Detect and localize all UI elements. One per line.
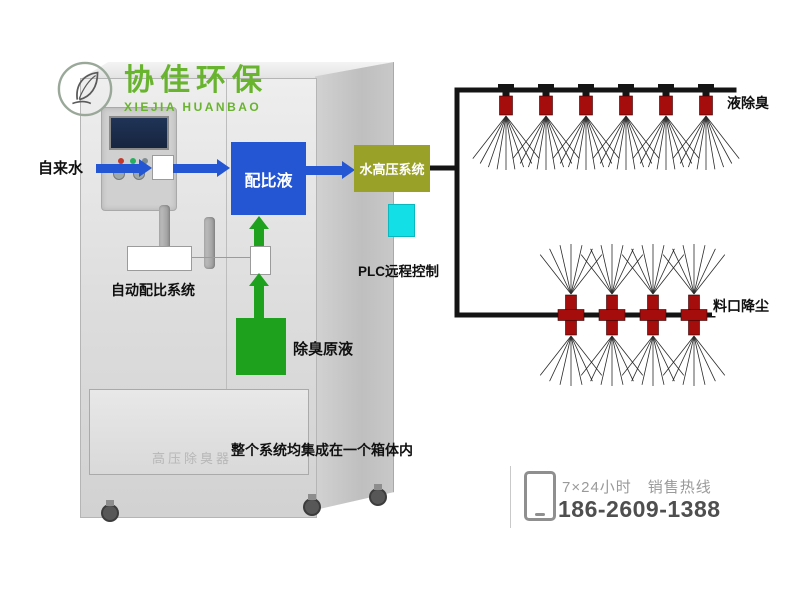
dust-spray-nozzle [662,244,726,386]
dust-suppress-label: 料口降尘 [712,296,770,316]
flow-arrow-up [249,273,269,318]
liquid-deodorize-label: 液除臭 [727,95,769,111]
phone-number: 186-2609-1388 [558,496,721,522]
dosing-valve-box [250,246,271,275]
brand-name: 协佳环保 [124,64,268,97]
door-handle-right [204,217,215,269]
plc-label: PLC远程控制 [358,264,439,279]
plc-module-box [388,204,415,237]
control-screen [109,116,169,150]
cabinet-side-face [315,62,394,510]
inline-valve-box [152,155,174,180]
flow-arrow-right [96,159,152,177]
caster-wheel [101,500,119,522]
flow-arrow-up [249,216,269,246]
deodorant-spray-nozzle [512,84,580,170]
stock-solution-box [236,318,286,375]
auto-mix-label: 自动配比系统 [111,282,195,298]
logo: 协佳环保 XIEJIA HUANBAO [56,60,268,118]
phone-icon [524,471,556,521]
cabinet-base-panel: 高压除臭器 [89,389,309,475]
mix-liquid-box: 配比液 [231,142,306,215]
contact-divider [510,466,511,528]
mix-liquid-label: 配比液 [244,172,293,190]
cabinet-top-face [80,62,393,79]
high-pressure-box: 水高压系统 [354,145,430,192]
flow-arrow-right [306,161,355,179]
deodorant-spray-nozzle [632,84,700,170]
high-pressure-label: 水高压系统 [359,162,425,177]
caster-wheel [303,494,321,516]
tap-water-label: 自来水 [38,160,84,177]
hotline-label: 7×24小时 销售热线 [562,479,712,496]
cabinet-door-seam [226,79,227,389]
dust-spray-nozzle [539,244,603,386]
dust-spray-nozzle [580,244,644,386]
integration-note: 整个系统均集成在一个箱体内 [231,442,413,458]
stock-solution-label: 除臭原液 [293,341,354,358]
auto-mix-box [127,246,192,271]
brand-subtitle: XIEJIA HUANBAO [124,100,262,114]
door-handle-left [159,205,170,257]
deodorant-spray-nozzle [672,84,740,170]
deodorant-spray-nozzle [552,84,620,170]
leaf-icon [56,60,114,118]
cabinet-model-label: 高压除臭器 [152,451,233,466]
pipe-network [425,87,737,318]
flow-arrow-right [173,159,230,177]
connector-line [190,257,250,258]
logo-text: 协佳环保 XIEJIA HUANBAO [124,64,268,114]
deodorant-spray-nozzle [472,84,540,170]
caster-wheel [369,484,387,506]
deodorant-spray-nozzle [592,84,660,170]
